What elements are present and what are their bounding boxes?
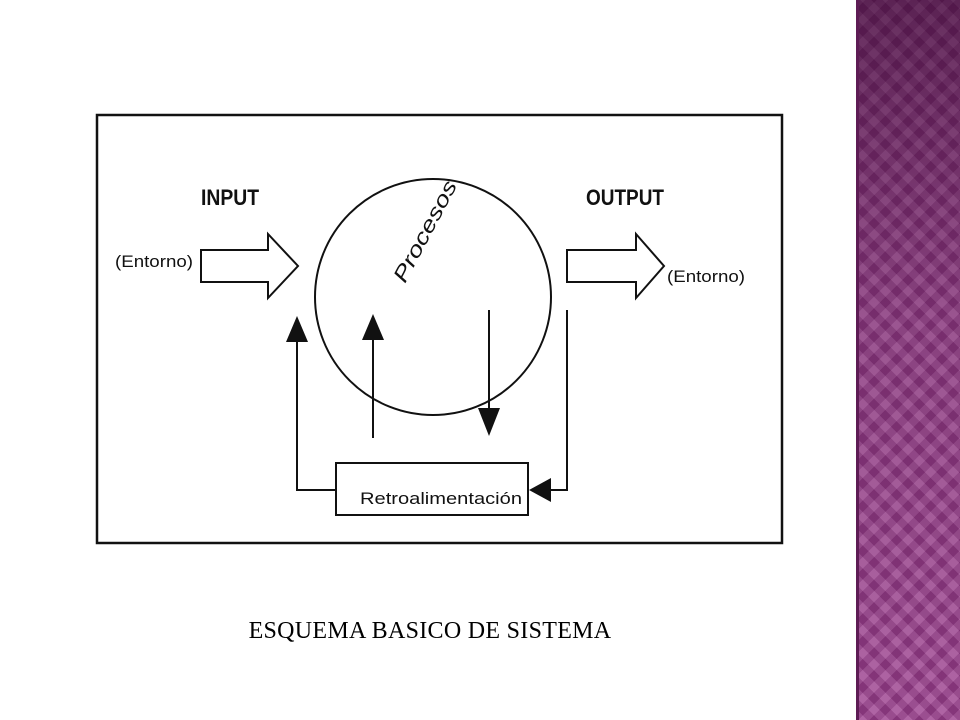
process-circle — [314, 178, 552, 416]
side-band-edge — [856, 0, 859, 720]
system-diagram: INPUT OUTPUT (Entorno) (Entorno) Proceso… — [95, 113, 784, 545]
input-heading: INPUT — [201, 185, 259, 210]
feedback-line-from-output — [545, 310, 568, 491]
input-environment-label: (Entorno) — [115, 252, 193, 271]
process-up-arrowhead — [362, 314, 384, 340]
feedback-label: Retroalimentación — [360, 489, 522, 508]
output-environment-label: (Entorno) — [667, 267, 745, 286]
feedback-box — [335, 462, 529, 516]
process-down-arrowhead — [478, 408, 500, 436]
decorative-side-band — [856, 0, 960, 720]
output-heading: OUTPUT — [586, 185, 664, 210]
input-feedback-arrowhead — [286, 316, 308, 342]
feedback-arrowhead-in — [529, 478, 551, 502]
feedback-line-to-input — [296, 338, 336, 491]
caption-text: ESQUEMA BASICO DE SISTEMA — [248, 618, 612, 644]
slide-caption: ESQUEMA BASICO DE SISTEMA — [0, 618, 856, 645]
input-arrow — [200, 231, 300, 301]
output-arrow — [566, 231, 666, 301]
